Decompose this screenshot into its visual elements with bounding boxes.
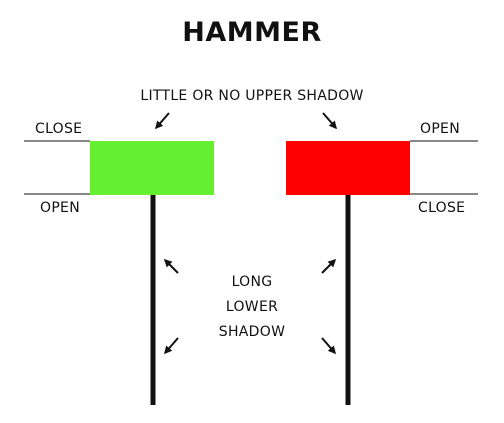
arrow-up-left-icon bbox=[163, 258, 179, 274]
lower-shadow-annotation: LONG LOWER SHADOW bbox=[200, 270, 304, 345]
arrow-up-right-icon bbox=[321, 258, 337, 274]
left-open-label: OPEN bbox=[40, 200, 80, 216]
right-close-label: CLOSE bbox=[418, 200, 466, 216]
left-candle-body bbox=[90, 141, 214, 195]
arrow-down-left-icon bbox=[164, 337, 179, 355]
right-open-label: OPEN bbox=[420, 121, 460, 137]
lower-shadow-line-2: LOWER bbox=[225, 299, 279, 315]
lower-shadow-line-3: SHADOW bbox=[218, 324, 286, 340]
upper-shadow-annotation: LITTLE OR NO UPPER SHADOW bbox=[140, 88, 364, 104]
right-candle-body bbox=[286, 141, 410, 195]
arrow-down-left-icon bbox=[155, 112, 170, 130]
lower-shadow-line-1: LONG bbox=[231, 274, 273, 290]
arrow-down-right-icon bbox=[322, 112, 337, 130]
left-close-label: CLOSE bbox=[35, 121, 83, 137]
diagram-title: HAMMER bbox=[182, 17, 322, 48]
arrow-down-right-icon bbox=[321, 337, 336, 355]
